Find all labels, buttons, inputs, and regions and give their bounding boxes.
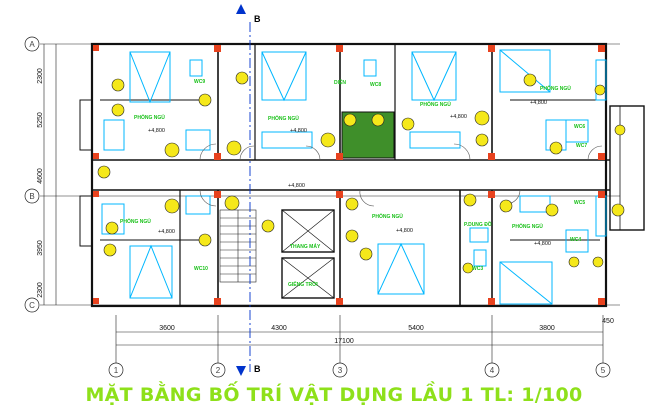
grid-col-label: 4	[490, 366, 495, 375]
wc-label: WC5	[574, 200, 585, 206]
room-label: PHÒNG NGỦ	[268, 114, 299, 122]
level-marker: +4,800	[290, 128, 307, 134]
wc-label: WC7	[576, 143, 587, 149]
dimension-label: 3800	[539, 325, 555, 332]
wc-label: WC6	[574, 124, 585, 130]
level-marker: +4,800	[158, 229, 175, 235]
room-label: DIỆN	[334, 78, 346, 86]
wc-label: WC3	[472, 266, 483, 272]
section-cut: B B	[236, 4, 261, 376]
grid-row-label: C	[29, 301, 35, 310]
walls	[79, 42, 645, 308]
dimension-label: 450	[602, 318, 614, 325]
room-label: PHÒNG NGỦ	[134, 113, 165, 121]
grid-col-label: 3	[338, 366, 343, 375]
level-marker: +4,800	[534, 241, 551, 247]
level-marker: +4,800	[530, 100, 547, 106]
wc-label: WC8	[370, 82, 381, 88]
room-label: PHÒNG NGỦ	[540, 84, 571, 92]
section-label-top: B	[254, 14, 261, 24]
staircase	[219, 209, 257, 283]
grid-bubbles	[24, 36, 611, 378]
room-label: PHÒNG NGỦ	[420, 100, 451, 108]
grid-row-label: B	[29, 192, 34, 201]
grid-col-label: 1	[114, 366, 119, 375]
dimension-label: 5400	[408, 325, 424, 332]
dimension-label: 2300	[37, 282, 44, 298]
door-swings	[199, 143, 603, 207]
columns	[93, 45, 605, 305]
wc-label: WC4	[570, 237, 581, 243]
level-marker: +4,800	[148, 128, 165, 134]
grid-col-label: 5	[601, 366, 606, 375]
drawing-title: MẶT BẰNG BỐ TRÍ VẬT DỤNG LẦU 1 TL: 1/100	[85, 384, 583, 406]
section-label-bottom: B	[254, 364, 261, 374]
dimension-label: 4300	[271, 325, 287, 332]
level-marker: +4,800	[450, 114, 467, 120]
grid-row-label: A	[29, 40, 35, 49]
room-label: P.DUNG ĐỒ	[464, 221, 492, 228]
wc-label: WC10	[194, 266, 208, 272]
dimension-label: 4600	[37, 168, 44, 184]
elevator	[281, 209, 335, 299]
level-marker: +4,800	[396, 228, 413, 234]
room-label: PHÒNG NGỦ	[512, 222, 543, 230]
room-label: GIẾNG TRỜI	[288, 280, 318, 288]
dimension-label: 3950	[37, 240, 44, 256]
fixtures	[97, 71, 626, 274]
room-label: PHÒNG NGỦ	[372, 212, 403, 220]
dimension-label: 2300	[37, 68, 44, 84]
dimension-total: 17100	[334, 338, 354, 345]
grid-col-label: 2	[216, 366, 221, 375]
room-label: THANG MÁY	[290, 243, 321, 250]
dimension-label: 3600	[159, 325, 175, 332]
beds	[101, 49, 607, 305]
dimension-label: 5250	[37, 112, 44, 128]
wc-label: WC9	[194, 79, 205, 85]
room-label: PHÒNG NGỦ	[120, 217, 151, 225]
level-marker: +4,800	[288, 183, 305, 189]
